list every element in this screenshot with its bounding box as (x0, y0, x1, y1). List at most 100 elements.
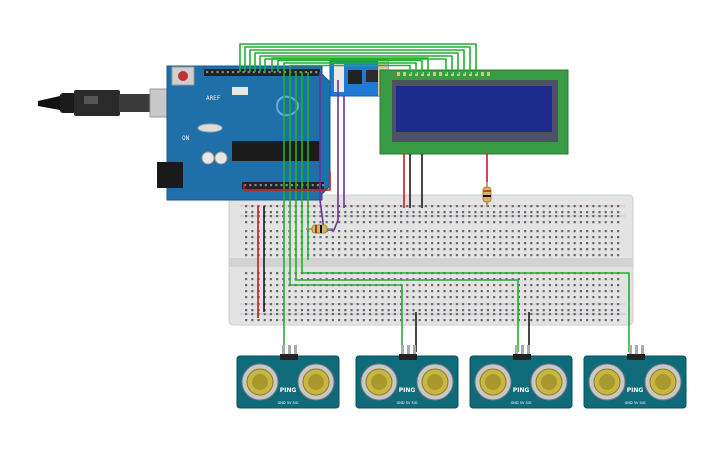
header-pin (290, 184, 293, 187)
bb-hole (313, 313, 316, 316)
bb-hole (548, 211, 551, 214)
bb-hole (350, 254, 353, 257)
bb-hole (375, 254, 378, 257)
bb-hole (294, 290, 297, 293)
bb-hole (443, 205, 446, 208)
bb-hole (499, 278, 502, 281)
bb-hole (530, 236, 533, 239)
bb-hole (548, 303, 551, 306)
wire-lcd-data (239, 43, 477, 74)
bb-hole (381, 230, 384, 233)
bb-hole (511, 284, 514, 287)
bb-hole (573, 205, 576, 208)
bb-hole (573, 236, 576, 239)
bb-hole (325, 296, 328, 299)
bb-hole (443, 278, 446, 281)
bb-hole (437, 215, 440, 218)
transducer-core (308, 374, 324, 390)
bb-hole (555, 215, 558, 218)
bb-hole (424, 215, 427, 218)
bb-hole (499, 290, 502, 293)
bb-hole (412, 303, 415, 306)
bb-hole (350, 221, 353, 224)
header-pin (226, 71, 229, 74)
bb-hole (474, 290, 477, 293)
bb-hole (251, 296, 254, 299)
bb-hole (598, 254, 601, 257)
bb-hole (375, 290, 378, 293)
bb-hole (437, 211, 440, 214)
bb-hole (319, 278, 322, 281)
bb-hole (387, 215, 390, 218)
bb-hole (542, 303, 545, 306)
bb-hole (375, 278, 378, 281)
bb-hole (486, 215, 489, 218)
bb-hole (387, 248, 390, 251)
bb-hole (468, 290, 471, 293)
bb-hole (480, 230, 483, 233)
bb-hole (573, 248, 576, 251)
bb-hole (524, 236, 527, 239)
bb-hole (511, 236, 514, 239)
bb-hole (499, 284, 502, 287)
ultrasonic-transducer-icon (241, 363, 279, 401)
bb-hole (325, 313, 328, 316)
bb-hole (579, 221, 582, 224)
bb-hole (493, 290, 496, 293)
bb-hole (573, 319, 576, 322)
bb-hole (493, 215, 496, 218)
bb-hole (586, 254, 589, 257)
bb-hole (362, 221, 365, 224)
bb-hole (548, 205, 551, 208)
bb-hole (387, 313, 390, 316)
bb-hole (548, 309, 551, 312)
bb-hole (350, 319, 353, 322)
bb-hole (375, 211, 378, 214)
bb-hole (406, 236, 409, 239)
transducer-core (655, 374, 671, 390)
bb-hole (418, 211, 421, 214)
lcd-pin (433, 72, 436, 76)
sensor-pin-label: GND 5V SIG (511, 401, 532, 405)
bb-hole (356, 236, 359, 239)
bb-hole (369, 290, 372, 293)
bb-hole (468, 211, 471, 214)
bb-hole (617, 248, 620, 251)
sensor-brand-label: PING (513, 387, 530, 394)
bb-hole (542, 211, 545, 214)
pin-header (513, 354, 531, 360)
bb-hole (418, 290, 421, 293)
bb-hole (530, 230, 533, 233)
bb-hole (288, 309, 291, 312)
bb-hole (517, 230, 520, 233)
bb-hole (406, 309, 409, 312)
bb-hole (412, 215, 415, 218)
bb-hole (412, 290, 415, 293)
bb-hole (412, 254, 415, 257)
header-pin (259, 184, 262, 187)
bb-hole (251, 284, 254, 287)
bb-hole (375, 296, 378, 299)
bb-hole (443, 309, 446, 312)
ultrasonic-transducer-icon (588, 363, 626, 401)
bb-hole (251, 272, 254, 275)
bb-hole (375, 303, 378, 306)
bb-hole (548, 313, 551, 316)
bb-hole (604, 319, 607, 322)
bb-hole (480, 215, 483, 218)
bb-hole (362, 278, 365, 281)
bb-hole (443, 319, 446, 322)
bb-hole (412, 296, 415, 299)
bb-hole (561, 309, 564, 312)
bb-hole (437, 221, 440, 224)
bb-hole (579, 284, 582, 287)
bb-hole (511, 230, 514, 233)
bb-hole (462, 313, 465, 316)
bb-hole (276, 221, 279, 224)
bb-hole (406, 230, 409, 233)
bb-hole (561, 313, 564, 316)
bb-hole (393, 313, 396, 316)
bb-hole (493, 296, 496, 299)
breadboard-holes (245, 205, 620, 322)
bb-hole (499, 230, 502, 233)
